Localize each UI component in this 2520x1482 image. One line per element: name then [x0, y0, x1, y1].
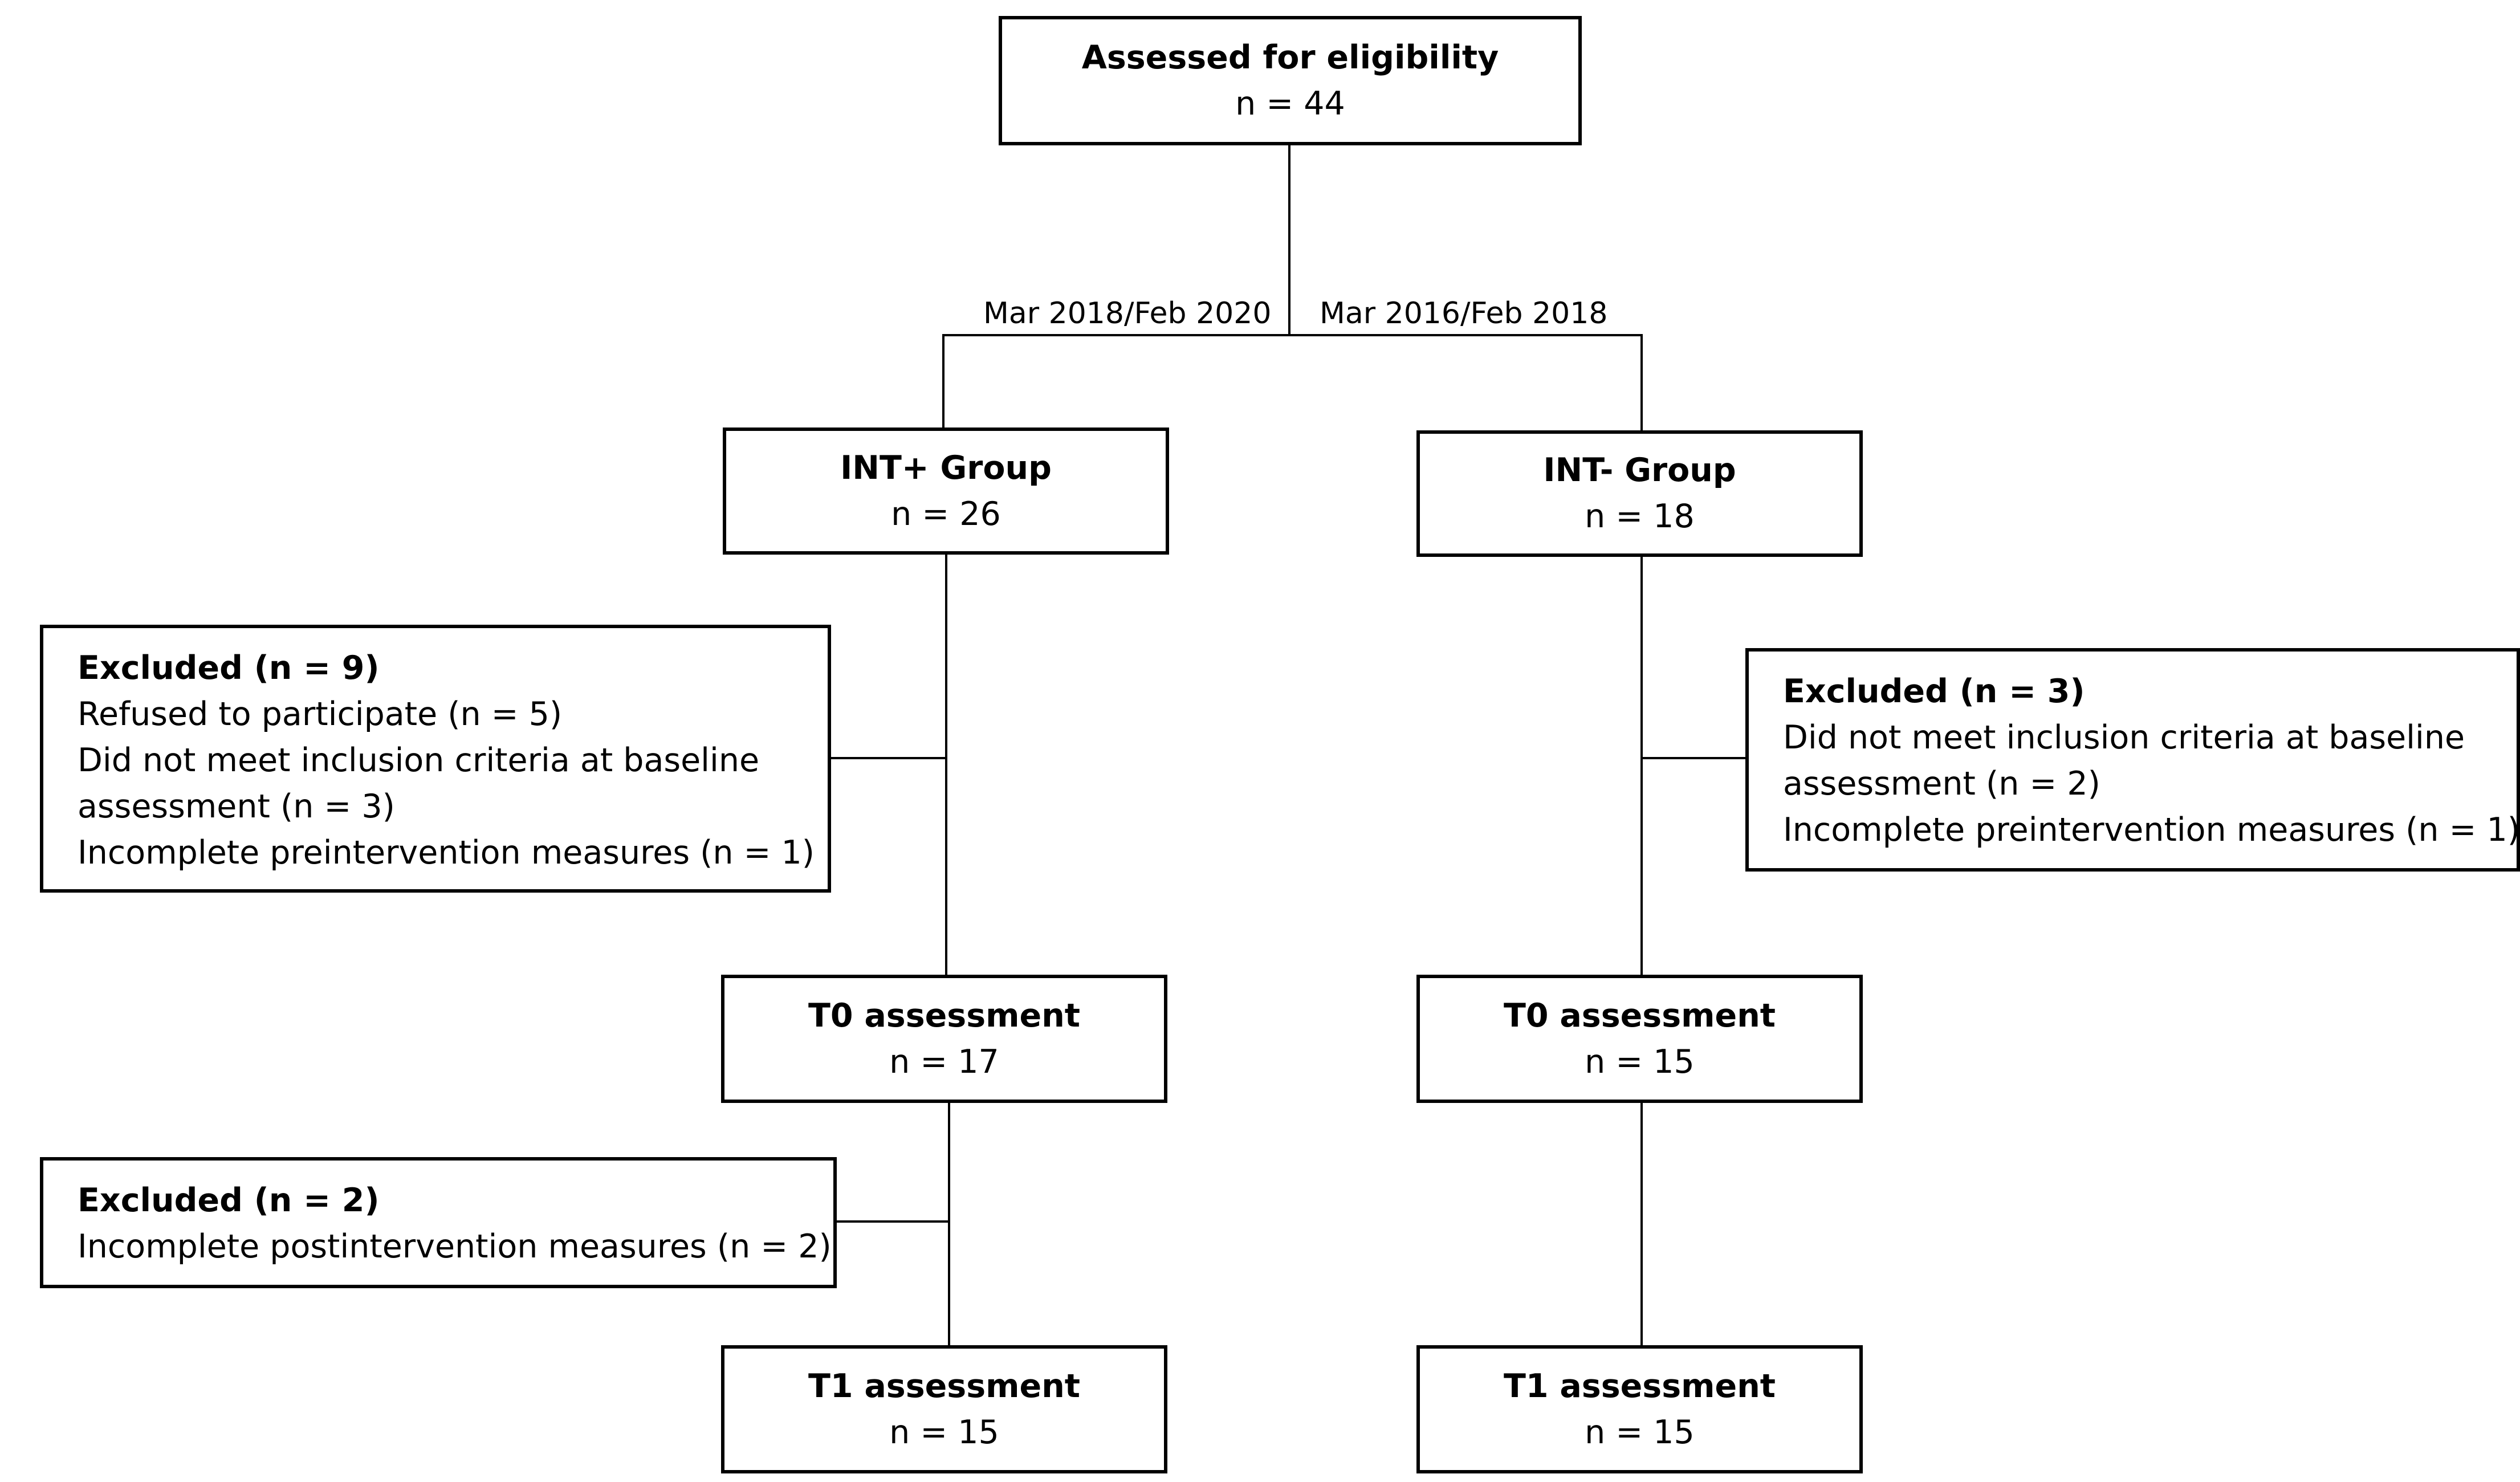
- int-minus-excluded-1-line: Did not meet inclusion criteria at basel…: [1783, 719, 2465, 756]
- int-plus-t1-box: T1 assessment n = 15: [721, 1345, 1167, 1473]
- int-plus-excluded-1-line: Incomplete preintervention measures (n =…: [78, 834, 815, 872]
- int-plus-excluded-1-line: Refused to participate (n = 5): [78, 695, 563, 733]
- int-minus-t1-box: T1 assessment n = 15: [1416, 1345, 1863, 1473]
- int-plus-t0-title: T0 assessment: [808, 996, 1081, 1035]
- int-minus-excluded-1-title: Excluded (n = 3): [1783, 673, 2085, 710]
- int-plus-excluded-1-line: assessment (n = 3): [78, 788, 395, 825]
- int-plus-group-count: n = 26: [891, 495, 1001, 533]
- int-minus-t0-count: n = 15: [1585, 1043, 1695, 1081]
- int-plus-excluded-1-line: Did not meet inclusion criteria at basel…: [78, 742, 760, 779]
- int-minus-excluded-1-box: Excluded (n = 3) Did not meet inclusion …: [1745, 648, 2520, 872]
- int-plus-t0-count: n = 17: [889, 1043, 999, 1081]
- int-minus-t0-title: T0 assessment: [1503, 996, 1776, 1035]
- int-plus-excluded-2-line: Incomplete postintervention measures (n …: [78, 1228, 832, 1265]
- period-label-right: Mar 2016/Feb 2018: [1320, 296, 1608, 331]
- int-minus-t1-title: T1 assessment: [1503, 1367, 1776, 1405]
- int-plus-excluded-2-title: Excluded (n = 2): [78, 1182, 380, 1219]
- period-label-left: Mar 2018/Feb 2020: [983, 296, 1272, 331]
- eligibility-box: Assessed for eligibility n = 44: [999, 16, 1582, 145]
- int-minus-group-count: n = 18: [1585, 498, 1695, 535]
- eligibility-count: n = 44: [1235, 84, 1345, 123]
- int-plus-t1-count: n = 15: [889, 1413, 999, 1451]
- int-plus-excluded-1-title: Excluded (n = 9): [78, 649, 380, 687]
- int-minus-excluded-1-line: assessment (n = 2): [1783, 765, 2100, 803]
- int-plus-excluded-1-box: Excluded (n = 9) Refused to participate …: [40, 625, 831, 893]
- int-plus-t1-title: T1 assessment: [808, 1367, 1081, 1405]
- int-plus-group-title: INT+ Group: [840, 449, 1052, 487]
- int-plus-excluded-2-box: Excluded (n = 2) Incomplete postinterven…: [40, 1157, 837, 1288]
- int-minus-excluded-1-line: Incomplete preintervention measures (n =…: [1783, 811, 2520, 849]
- int-minus-t0-box: T0 assessment n = 15: [1416, 975, 1863, 1103]
- int-minus-t1-count: n = 15: [1585, 1413, 1695, 1451]
- eligibility-title: Assessed for eligibility: [1081, 38, 1499, 76]
- int-plus-group-box: INT+ Group n = 26: [723, 427, 1169, 555]
- int-plus-t0-box: T0 assessment n = 17: [721, 975, 1167, 1103]
- int-minus-group-title: INT- Group: [1543, 451, 1736, 489]
- int-minus-group-box: INT- Group n = 18: [1416, 430, 1863, 557]
